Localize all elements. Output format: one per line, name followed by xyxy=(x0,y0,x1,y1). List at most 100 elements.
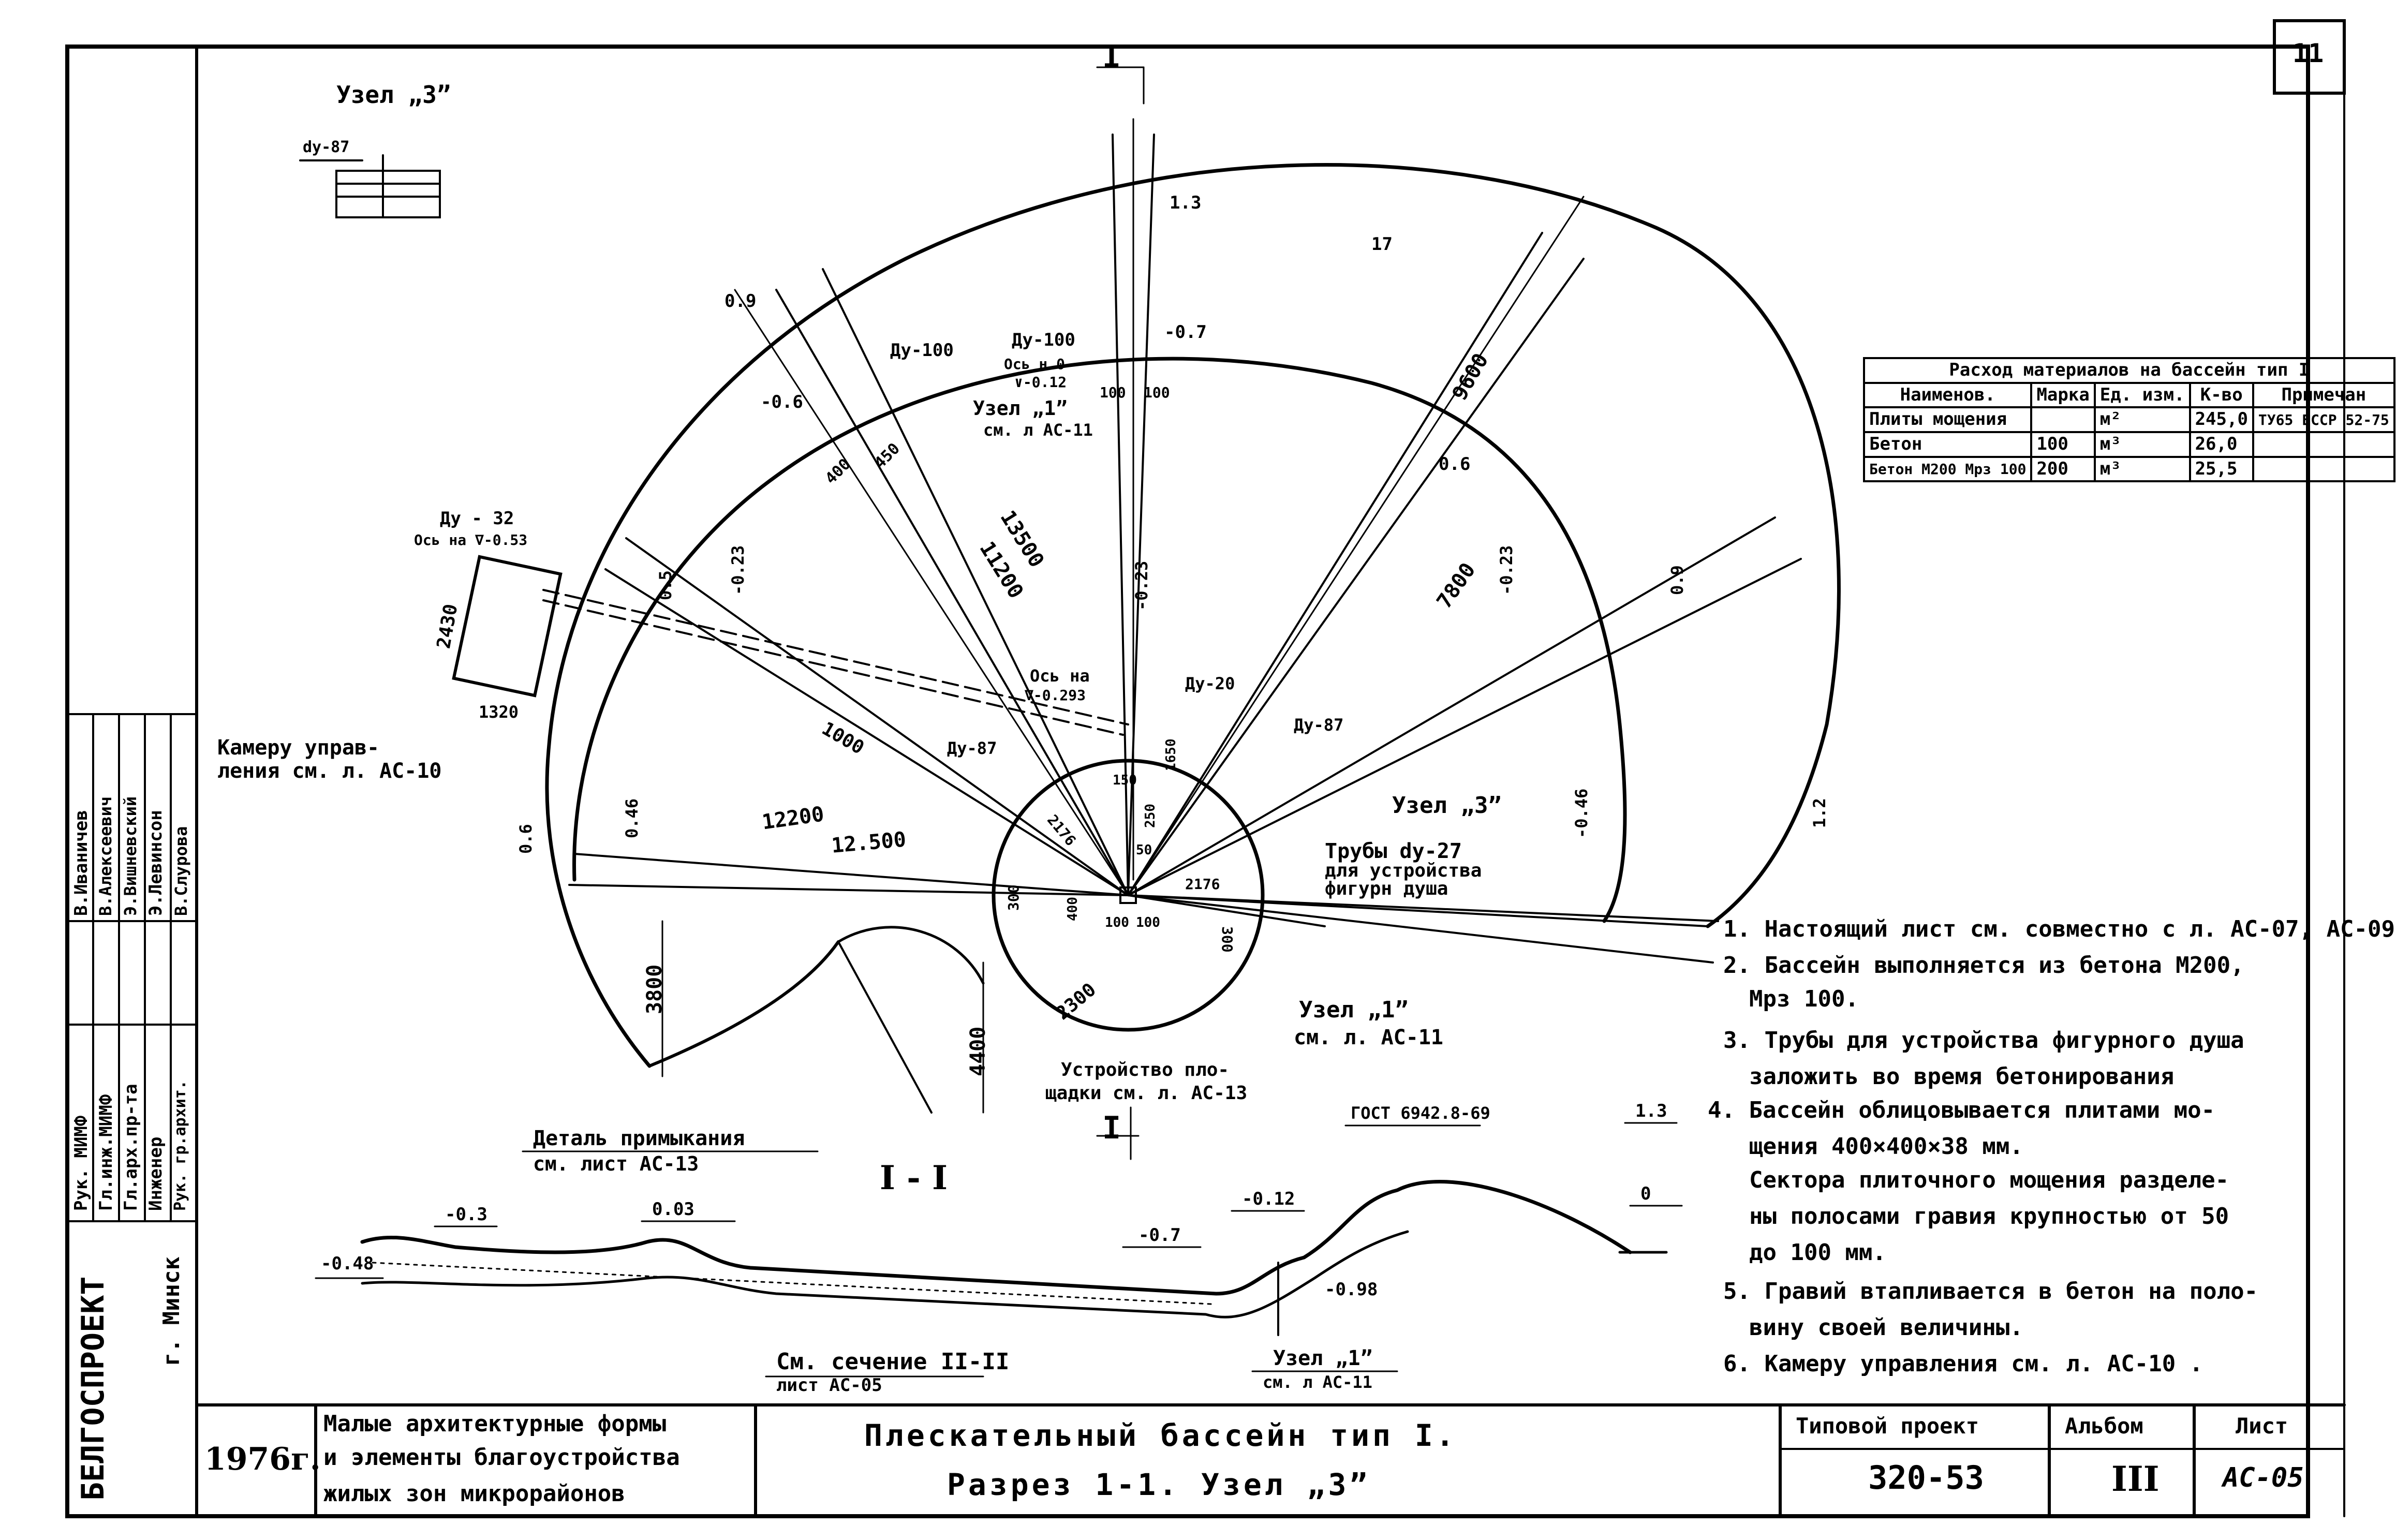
dim-100-b: 100 xyxy=(1144,384,1170,401)
section-see-1: См. сечение II-II xyxy=(776,1349,1010,1375)
dim-0-6-left: 0.6 xyxy=(516,824,536,854)
note-line: 4. Бассейн облицовывается плитами мо- xyxy=(1708,1097,2215,1123)
dim-minus-0-46-right: -0.46 xyxy=(1572,788,1591,838)
stamp-name: В.Иваничев xyxy=(71,810,92,916)
note-line: Сектора плиточного мощения разделе- xyxy=(1749,1167,2229,1193)
callout-os053: Ось на ∇-0.53 xyxy=(414,531,528,549)
callout-uzel1-mid: Узел „1” xyxy=(1299,997,1409,1023)
dim-0-9-right: 0.9 xyxy=(1667,565,1687,595)
section-uzel-2: см. л АС-11 xyxy=(1263,1372,1372,1392)
table-cell: Бетон xyxy=(1862,431,2033,458)
callout-uzel3: Узел „3” xyxy=(1392,792,1502,819)
callout-du87-right: Ду-87 xyxy=(1294,715,1344,735)
stamp-album-label: Альбом xyxy=(2065,1413,2143,1439)
note-line: Мрз 100. xyxy=(1749,986,1859,1012)
pool-plan xyxy=(452,66,1841,1160)
table-cell: Плиты мощения xyxy=(1862,406,2033,434)
dim-1-2: 1.2 xyxy=(1810,798,1829,828)
dim-minus-0-23-mid: -0.23 xyxy=(1132,560,1151,611)
table-row: Бетон М200 Мрз 100 200 м³ 25,5 xyxy=(1862,455,2395,483)
table-cell xyxy=(2030,406,2096,434)
stamp-city: г. Минск xyxy=(158,1256,185,1366)
stamp-series-3: жилых зон микрорайонов xyxy=(323,1480,625,1507)
materials-header: Марка xyxy=(2030,381,2096,409)
note-line: щения 400×400×38 мм. xyxy=(1749,1133,2023,1160)
section-title: I - I xyxy=(880,1159,948,1197)
left-stamp-grid xyxy=(66,713,198,1222)
level-minus-0-12: -0.12 xyxy=(1242,1189,1295,1209)
callout-v012: ∨-0.12 xyxy=(1014,374,1067,391)
dim-minus-0-23-left: -0.23 xyxy=(728,545,748,595)
note-line: 2. Бассейн выполняется из бетона М200, xyxy=(1723,952,2244,979)
title-block-grid xyxy=(195,1403,2346,1518)
stamp-series-1: Малые архитектурные формы xyxy=(323,1411,667,1437)
section-gost: ГОСТ 6942.8-69 xyxy=(1351,1103,1490,1123)
stamp-sheet-label: Лист xyxy=(2236,1413,2288,1439)
table-cell: 245,0 xyxy=(2188,406,2254,434)
materials-title: Расход материалов на бассейн тип I xyxy=(1863,357,2395,384)
note-line: вину своей величины. xyxy=(1749,1314,2023,1341)
callout-ustr-1: Устройство пло- xyxy=(1061,1059,1230,1080)
dim-250: 250 xyxy=(1143,804,1158,828)
stamp-name: В.Слурова xyxy=(171,826,191,916)
dim-minus-0-6: -0.6 xyxy=(761,392,803,412)
callout-see-ac11-top: см. л АС-11 xyxy=(983,420,1093,440)
stamp-org: БЕЛГОСПРОЕКТ xyxy=(75,1276,111,1501)
materials-table: Расход материалов на бассейн тип I Наиме… xyxy=(1862,357,2395,483)
dim-0-5: 0.5 xyxy=(656,570,675,600)
section-mark-top: I xyxy=(1102,39,1121,75)
materials-header: Ед. изм. xyxy=(2093,381,2191,409)
materials-header: Примечан xyxy=(2252,381,2395,409)
table-cell: м³ xyxy=(2093,455,2191,483)
level-0-03: 0.03 xyxy=(652,1199,694,1220)
callout-tubes-3: фигурн душа xyxy=(1325,878,1448,899)
callout-camera-2: ления см. л. АС-10 xyxy=(217,759,442,783)
node3-title: Узел „3” xyxy=(336,81,451,109)
node3-detail xyxy=(299,154,441,218)
level-minus-0-48: -0.48 xyxy=(321,1253,374,1274)
stamp-year: 1976г. xyxy=(204,1441,321,1477)
dim-50: 50 xyxy=(1136,842,1152,858)
note-line: 3. Трубы для устройства фигурного душа xyxy=(1723,1027,2244,1054)
dim-0-9-top: 0.9 xyxy=(724,291,757,312)
callout-camera-1: Камеру управ- xyxy=(217,736,380,760)
stamp-name: Э.Вишневский xyxy=(121,796,140,916)
dim-1650: 1650 xyxy=(1163,738,1179,771)
dim-4400: 4400 xyxy=(966,1026,990,1076)
dim-1320: 1320 xyxy=(479,702,519,722)
callout-tubes-1: Трубы dу-27 xyxy=(1325,839,1462,863)
table-cell: м² xyxy=(2093,406,2191,434)
callout-see-ac11-mid: см. л. АС-11 xyxy=(1294,1026,1443,1049)
stamp-role: Инженер xyxy=(145,1136,166,1211)
table-cell xyxy=(2252,431,2395,458)
sheet-number: 11 xyxy=(2293,38,2324,68)
stamp-sheet: АС-05 xyxy=(2223,1462,2304,1493)
level-minus-0-98: -0.98 xyxy=(1325,1279,1378,1300)
stamp-name: Э.Левинсон xyxy=(145,810,166,916)
note-line: 1. Настоящий лист см. совместно с л. АС-… xyxy=(1723,916,2395,942)
level-minus-0-3: -0.3 xyxy=(445,1204,487,1225)
dim-100-c: 100 xyxy=(1105,915,1129,930)
note-line: ны полосами гравия крупностью от 50 xyxy=(1749,1203,2229,1230)
dim-minus-0-23-right: -0.23 xyxy=(1497,545,1516,595)
note-line: 6. Камеру управления см. л. АС-10 . xyxy=(1723,1351,2203,1377)
dim-100-a: 100 xyxy=(1100,384,1126,401)
stamp-title-1: Плескательный бассейн тип I. xyxy=(864,1418,1457,1453)
materials-header: Наименов. xyxy=(1862,381,2033,409)
stamp-project: 320-53 xyxy=(1868,1459,1984,1497)
stamp-album: III xyxy=(2111,1459,2160,1499)
table-cell: Бетон М200 Мрз 100 xyxy=(1862,455,2033,483)
callout-du100-top: Ду-100 xyxy=(1012,330,1075,350)
level-0: 0 xyxy=(1640,1183,1651,1204)
callout-du32: Ду - 32 xyxy=(440,508,514,529)
outer-frame xyxy=(65,45,2310,1518)
table-cell: 200 xyxy=(2030,455,2096,483)
stamp-role: Гл.инж.МИМФ xyxy=(96,1094,116,1211)
section-mark-bottom: I xyxy=(1102,1110,1121,1146)
stamp-role: Гл.арх.пр-та xyxy=(121,1084,141,1211)
dim-17: 17 xyxy=(1371,234,1393,255)
dim-100-d: 100 xyxy=(1136,915,1160,930)
level-minus-0-7: -0.7 xyxy=(1138,1225,1181,1246)
note-line: 5. Гравий втапливается в бетон на поло- xyxy=(1723,1278,2258,1305)
